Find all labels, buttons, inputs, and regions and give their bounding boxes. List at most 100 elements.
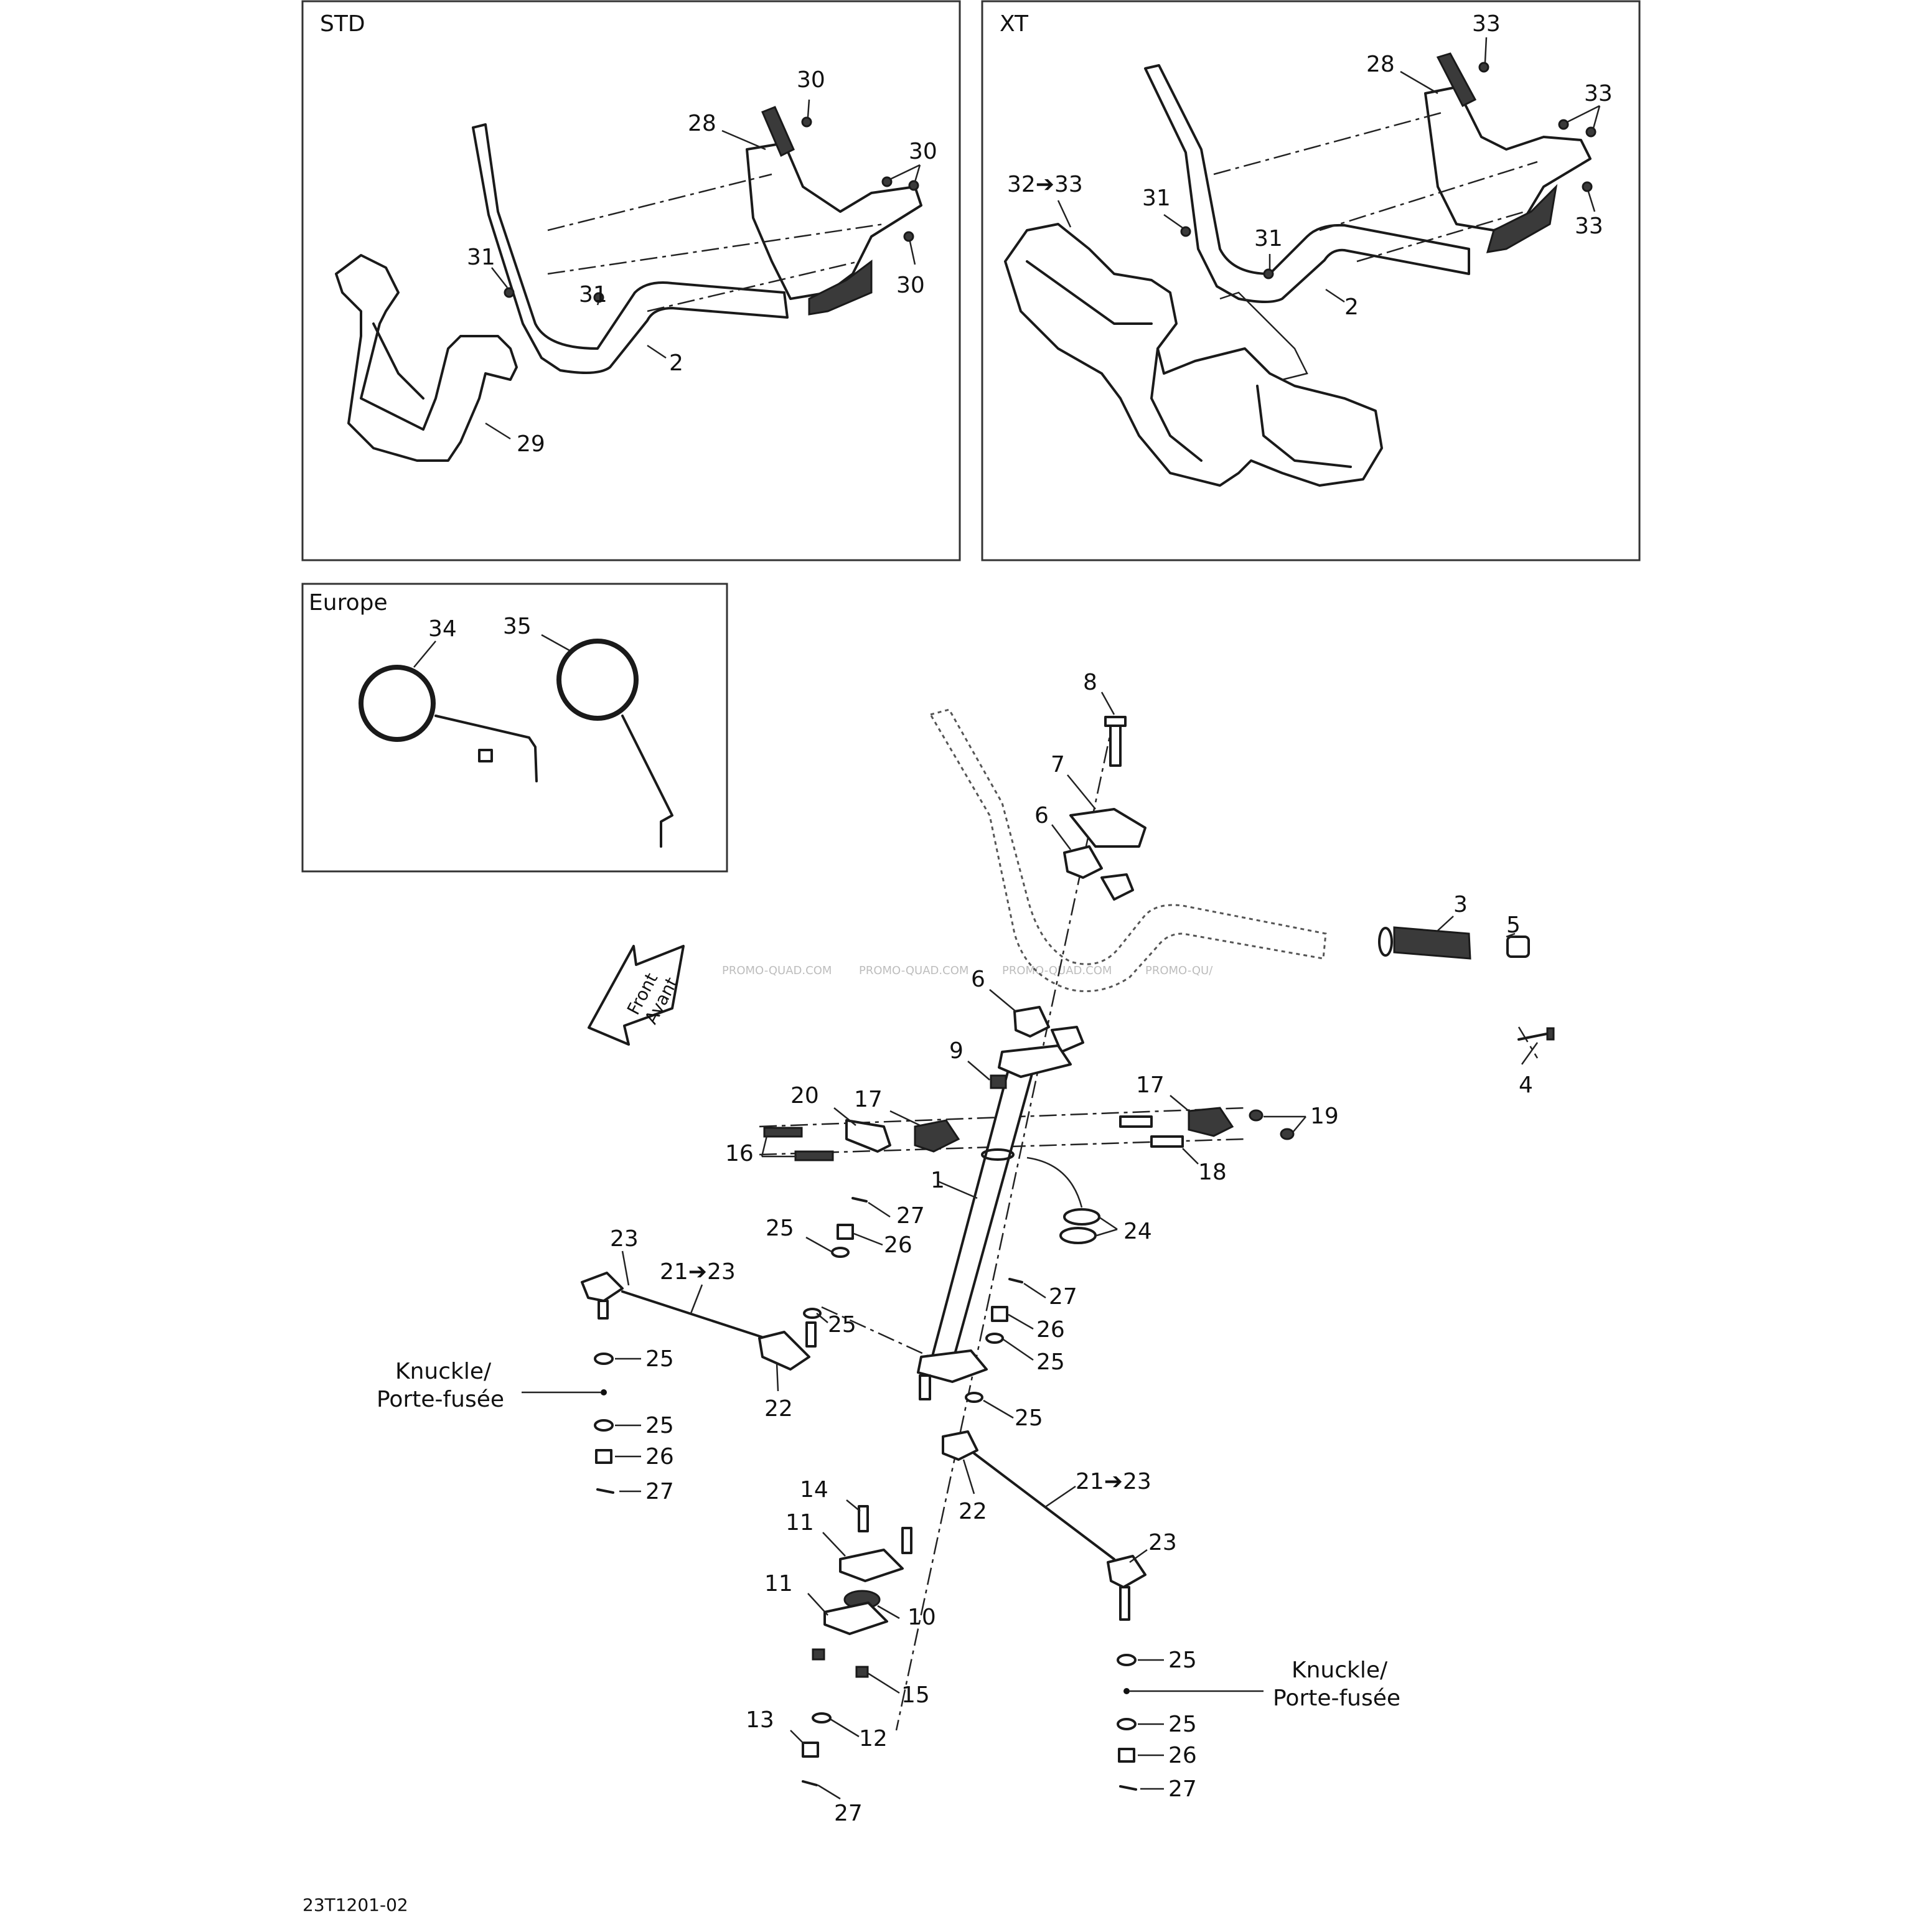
screw-31d [1263, 268, 1274, 279]
nut-9 [990, 1074, 1007, 1089]
screw-33b [1558, 119, 1569, 130]
leader-17a [889, 1110, 921, 1127]
callout-25b: 25 [828, 1312, 856, 1338]
leader-23b [1129, 1549, 1148, 1564]
callout-28a: 28 [688, 111, 716, 136]
screw-33d [1582, 181, 1593, 192]
washer-25-upper [831, 1247, 850, 1258]
leader-19b [1293, 1116, 1306, 1132]
tie-rod-end-22-right [942, 1430, 978, 1461]
leader-23a [621, 1250, 630, 1286]
leader-21a [690, 1284, 703, 1314]
callout-22b: 22 [959, 1499, 987, 1524]
nut-15a [812, 1648, 825, 1661]
tie-rod-21-right [973, 1452, 1115, 1560]
tie-rod-21-left [621, 1290, 767, 1339]
callout-25e: 25 [645, 1346, 674, 1372]
washer-12 [812, 1712, 832, 1723]
callout-25c: 25 [1036, 1349, 1065, 1375]
callout-25g: 25 [1168, 1648, 1197, 1673]
leader-17b [1170, 1095, 1189, 1112]
mirror-35 [556, 639, 639, 721]
callout-10: 10 [907, 1605, 936, 1630]
callout-22a: 22 [764, 1396, 793, 1422]
xt-panel: XT 33 33 33 28 31 31 [981, 0, 1641, 561]
mirror-34 [359, 665, 436, 742]
clamp-17-right [1188, 1107, 1234, 1137]
xt-panel-title: XT [1000, 11, 1029, 37]
hand-guard-32-crease3 [1256, 385, 1352, 468]
mirror-34-stem [434, 715, 538, 782]
leader-25c [1003, 1338, 1034, 1361]
leader-24b [1096, 1228, 1118, 1237]
washer-25-left-lower [594, 1419, 614, 1432]
watermark-1: PROMO-QUAD.COM [722, 964, 832, 977]
callout-30c: 30 [896, 273, 925, 298]
leader-25d [983, 1399, 1014, 1419]
leader-27b [1023, 1282, 1046, 1299]
knuckle-right-line1: Knuckle/ [1292, 1658, 1388, 1683]
callout-29: 29 [517, 431, 545, 457]
callout-21a: 21➔23 [660, 1259, 736, 1285]
pin-27-mid [1008, 1278, 1023, 1283]
leader-28b [1400, 70, 1438, 95]
callout-30a: 30 [797, 67, 825, 93]
callout-13: 13 [746, 1707, 774, 1733]
leader-8 [1100, 692, 1115, 715]
leader-27a [868, 1201, 891, 1218]
bolt-16b [794, 1150, 834, 1161]
leader-7 [1067, 774, 1096, 810]
std-panel-title: STD [320, 11, 365, 37]
main-assembly: Front Avant PROMO-QUAD.COM PROMO-QUAD.CO… [377, 670, 1555, 1826]
bracket-28-clip [761, 106, 795, 157]
watermark-3: PROMO-QUAD.COM [1002, 964, 1112, 977]
leader-22b [962, 1459, 975, 1494]
bracket-28-xt-lower [1486, 184, 1558, 253]
leader-30b1 [889, 164, 921, 181]
flange-11-lower [823, 1601, 888, 1635]
clamp-17-left [914, 1119, 960, 1153]
europe-panel-title: Europe [309, 590, 388, 616]
callout-17a: 17 [854, 1087, 883, 1112]
callout-26d: 26 [1168, 1743, 1197, 1768]
callout-2a: 2 [669, 350, 683, 376]
std-axis-1 [547, 173, 772, 232]
callout-6a: 6 [1034, 803, 1049, 828]
steering-column-ring [981, 1148, 1015, 1161]
callout-31c: 31 [1142, 185, 1171, 211]
leader-31c [1163, 213, 1183, 229]
screw-33a [1478, 62, 1489, 73]
bolt-14b [901, 1527, 912, 1554]
xt-panel-frame [981, 0, 1641, 561]
callout-23b: 23 [1148, 1530, 1177, 1555]
europe-panel-frame [301, 583, 728, 873]
callout-27b: 27 [1049, 1284, 1077, 1310]
steering-column-stub [919, 1374, 931, 1400]
xt-axis-1 [1213, 111, 1445, 176]
leader-33a [1484, 37, 1488, 63]
front-arrow: Front Avant [588, 945, 685, 1046]
callout-17b: 17 [1136, 1072, 1165, 1098]
screw-31a [504, 287, 515, 298]
hand-guard-32-crease2 [1150, 347, 1203, 462]
nut-13 [802, 1742, 819, 1758]
leader-28 [721, 129, 766, 151]
leader-5 [1506, 932, 1516, 938]
leader-10 [877, 1605, 900, 1620]
nut-26-upper [837, 1224, 854, 1240]
callout-33c: 33 [1575, 213, 1603, 239]
hand-guard-32-crease1 [1026, 260, 1153, 325]
callout-33b: 33 [1584, 81, 1613, 106]
callout-14: 14 [800, 1477, 828, 1503]
leader-11a [822, 1532, 846, 1557]
screw-4-head [1546, 1027, 1555, 1041]
ring-24b [1059, 1227, 1097, 1244]
callout-23a: 23 [610, 1226, 639, 1252]
bracket-28-xt [1424, 86, 1592, 232]
spacer-18b [1150, 1135, 1184, 1148]
leader-22a [776, 1362, 779, 1392]
nut-26-right [1118, 1748, 1135, 1763]
leader-34 [413, 640, 436, 668]
flange-11-upper [839, 1549, 904, 1582]
leader-12 [830, 1718, 860, 1738]
